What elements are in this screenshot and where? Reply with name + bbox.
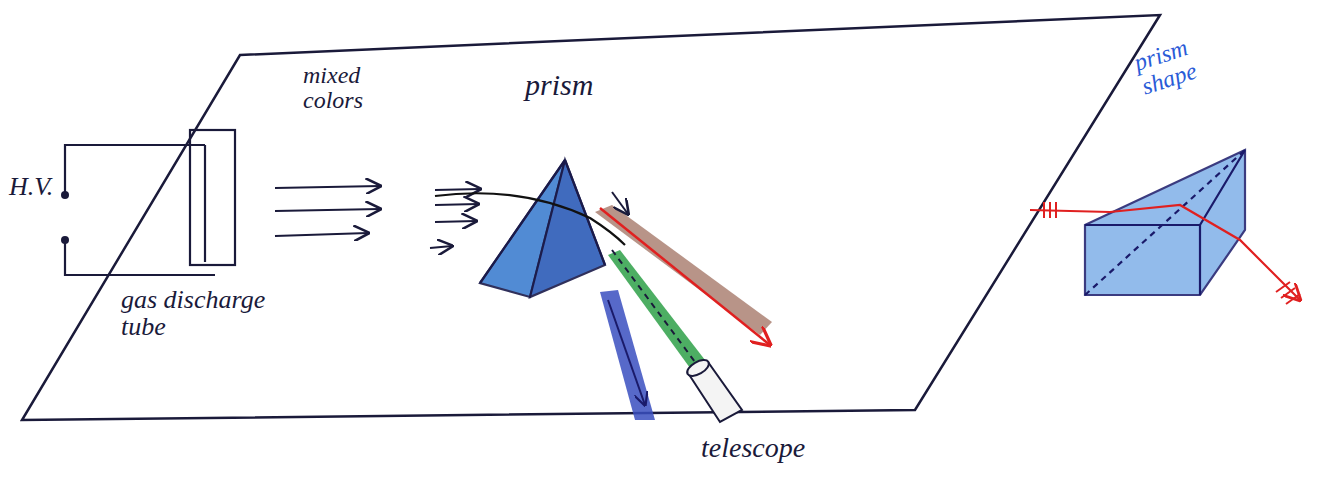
- ray-ticks: [1044, 202, 1300, 304]
- beam-path: [435, 193, 625, 245]
- prism-label: prism: [522, 68, 596, 102]
- blue-ray-arrow: [608, 300, 645, 405]
- test-ray: [1030, 205, 1300, 300]
- beam-label: mixed colors: [300, 62, 406, 114]
- hv-circuit: [65, 130, 235, 275]
- red-ray: [600, 208, 770, 345]
- tube-label: gas discharge tube: [118, 285, 314, 342]
- small-arrow: [612, 192, 628, 214]
- terminal-dot: [61, 236, 69, 244]
- prism-shape-label: prism shape: [1128, 25, 1226, 101]
- terminal-dot: [61, 191, 69, 199]
- voltage-label: H.V.: [6, 172, 56, 201]
- table-outline: [22, 15, 1160, 420]
- telescope-label: telescope: [698, 432, 808, 463]
- blue-ray: [600, 290, 655, 420]
- prism: [480, 160, 605, 297]
- telescope-symbol: [685, 357, 742, 422]
- prism-shape-sketch: [1085, 150, 1245, 295]
